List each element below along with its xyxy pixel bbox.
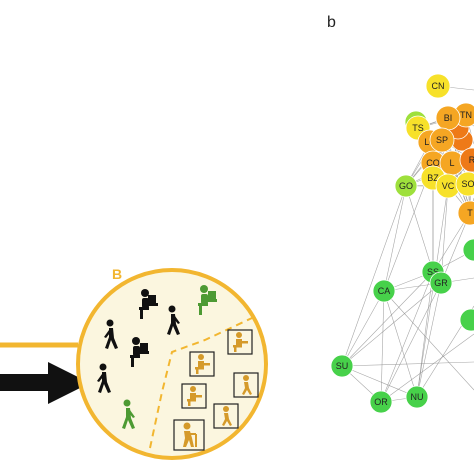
network-node-circle (394, 174, 418, 198)
network-node-circle (429, 271, 453, 295)
network-node-label: R (469, 155, 474, 165)
black-arrow (0, 362, 90, 404)
boxed-person-icon (181, 383, 207, 409)
network-edge (380, 333, 474, 403)
green-person-at-desk-icon (198, 285, 217, 315)
network-node-label: GO (399, 181, 413, 191)
network-node-circle (429, 127, 455, 153)
network-node-circle (330, 354, 354, 378)
network-node-bi: BI (435, 105, 461, 131)
network-node-label: SO (461, 179, 474, 189)
network-node-gr: GR (429, 271, 453, 295)
network-node-label: BI (444, 113, 453, 123)
network-node-su: SU (330, 354, 354, 378)
network-node-nu: NU (405, 385, 429, 409)
network-edge (383, 290, 474, 391)
network-node-circle (372, 279, 396, 303)
network-edge (341, 271, 434, 367)
network-edge (416, 185, 449, 398)
network-node-circle (405, 385, 429, 409)
network-node-ca: CA (372, 279, 396, 303)
network-node-label: GR (434, 278, 448, 288)
network-node-so: SO (455, 171, 474, 197)
dashed-boundary (149, 317, 253, 449)
network-edge (341, 290, 385, 367)
network-node-circle (425, 73, 451, 99)
network-node-circle (455, 171, 474, 197)
person-at-desk-icon (139, 289, 158, 319)
network-edge (440, 212, 471, 284)
network-edge (380, 290, 385, 403)
network-node-circle (457, 200, 474, 226)
network-node-or: OR (369, 390, 393, 414)
network-node-label: TS (412, 123, 424, 133)
boxed-person-icon (233, 372, 259, 398)
boxed-person-icon (227, 329, 253, 355)
network-node (459, 308, 474, 332)
network-node-r: R (459, 147, 474, 173)
network-node-label: T (467, 208, 473, 218)
network-node-label: CO (426, 158, 440, 168)
network-node-label: TN (460, 110, 472, 120)
left-panel: B (0, 266, 268, 460)
network-node-label: OR (374, 397, 388, 407)
network-node-label: CA (378, 286, 391, 296)
network-node-label: VC (442, 181, 455, 191)
network-node-label: BZ (427, 173, 439, 183)
network-edge (416, 271, 434, 398)
network-edge (383, 185, 407, 292)
network-node-label: SU (336, 361, 349, 371)
network-node-sp: SP (429, 127, 455, 153)
green-walking-person-icon (122, 399, 135, 429)
boxed-elderly-person-icon (173, 419, 205, 451)
network-edge (341, 282, 442, 367)
network-edge (341, 361, 474, 367)
network-edge (341, 365, 418, 398)
network-edge (416, 282, 442, 398)
network-node-label: SP (436, 135, 448, 145)
network-node-circle (459, 147, 474, 173)
network-node (462, 238, 474, 262)
network-node-label: L (449, 158, 454, 168)
population-circle (76, 268, 268, 460)
network-node-cn: CN (425, 73, 451, 99)
network-edge (405, 185, 434, 273)
network-node-t: T (457, 200, 474, 226)
inset-letter: B (112, 266, 122, 282)
walking-person-icon (167, 305, 180, 335)
panel-letter: b (327, 14, 336, 31)
network-edge (380, 271, 434, 403)
boxed-person-icon (213, 403, 239, 429)
network-nodes: CNTNBITSLCSPCOLRBZVCSOGOTSSGRCASUORNU (330, 73, 474, 414)
network-node-go: GO (394, 174, 418, 198)
walking-person-icon (97, 363, 111, 393)
network-edge (341, 185, 407, 367)
person-at-desk-icon (130, 337, 149, 367)
network-edge (380, 282, 442, 403)
walking-person-icon (104, 319, 118, 349)
boxed-person-icon (189, 351, 215, 377)
network-node-label: NU (411, 392, 424, 402)
network-node-label: SS (427, 267, 439, 277)
network-node-label: CN (432, 81, 445, 91)
network-node-circle (369, 390, 393, 414)
